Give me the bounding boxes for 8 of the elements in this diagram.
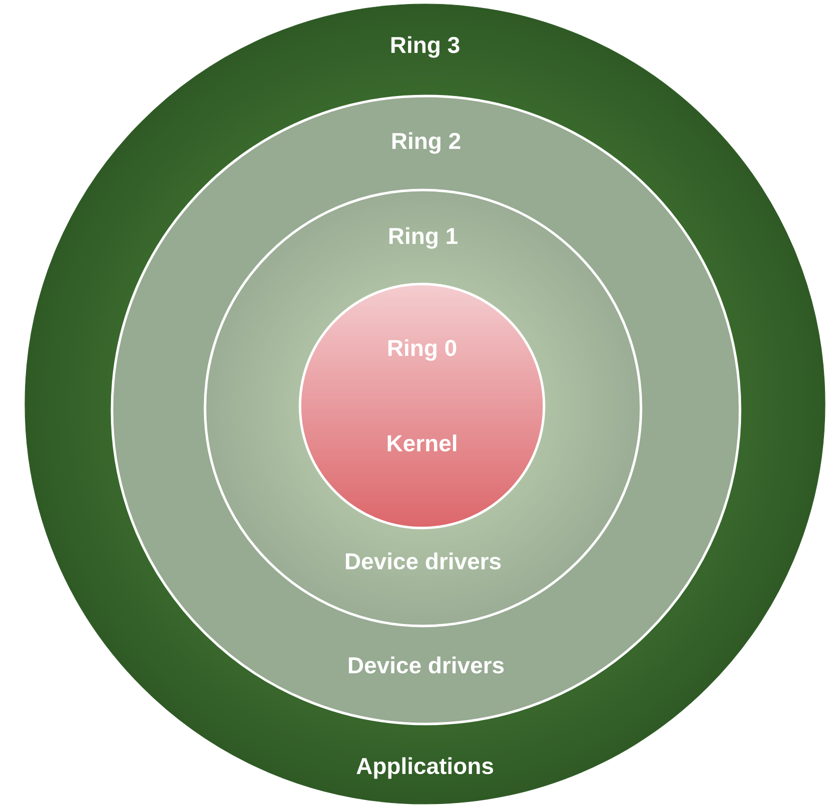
ring-description: Device drivers [346, 552, 501, 570]
ring-description: Device drivers [348, 656, 504, 674]
ring-description: Applications [356, 757, 494, 779]
ring-label: Ring 2 [392, 132, 460, 154]
ring-label: Ring 1 [389, 227, 458, 249]
ring-label: Ring 3 [391, 36, 460, 58]
ring-label: Ring 0 [388, 339, 456, 361]
ring-description: Kernel [388, 434, 456, 452]
